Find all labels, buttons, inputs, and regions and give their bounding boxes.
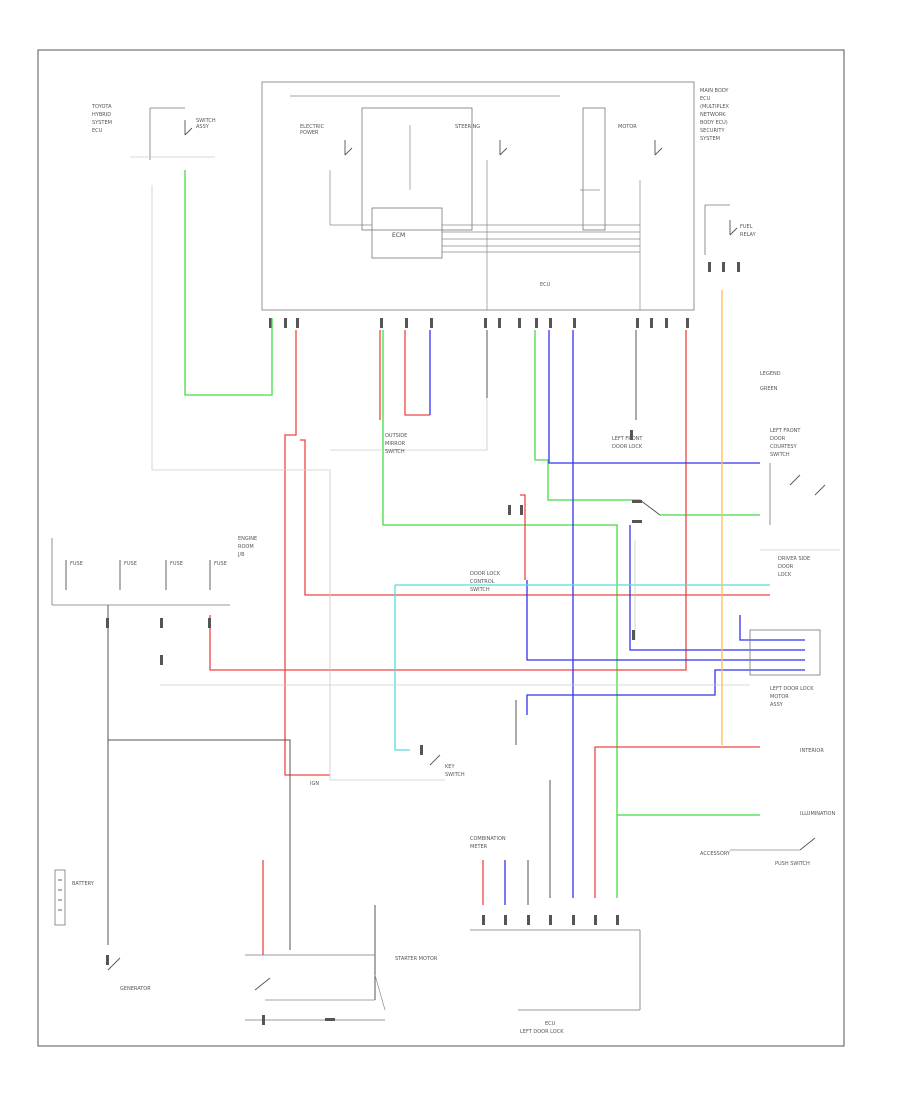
wire-green-1 xyxy=(184,170,273,396)
svg-text:SWITCH: SWITCH xyxy=(445,772,465,778)
mid-components: OUTSIDE MIRROR SWITCH LEFT FRONT DOOR LO… xyxy=(310,430,643,787)
fuse-block: FUSE FUSE FUSE FUSE ENGINE ROOM J/B xyxy=(51,536,257,665)
svg-text:FUSE: FUSE xyxy=(124,561,137,567)
svg-text:SYSTEM: SYSTEM xyxy=(700,136,720,142)
svg-text:ELECTRIC: ELECTRIC xyxy=(300,124,325,130)
svg-text:ECU: ECU xyxy=(92,128,103,134)
ecm-label: ECM xyxy=(392,232,405,239)
svg-text:FUSE: FUSE xyxy=(170,561,183,567)
wire-blue-7 xyxy=(526,669,805,715)
svg-text:SWITCH: SWITCH xyxy=(385,449,405,455)
svg-text:LEFT DOOR LOCK: LEFT DOOR LOCK xyxy=(520,1029,564,1035)
svg-text:FUEL: FUEL xyxy=(740,224,753,230)
svg-text:MIRROR: MIRROR xyxy=(385,441,406,447)
wire-red-4 xyxy=(404,330,430,416)
bottom-connector-block: ECU LEFT DOOR LOCK COMBINATION METER xyxy=(470,836,641,1035)
wire-black-2 xyxy=(108,739,291,950)
wire-gray-4 xyxy=(330,398,488,451)
svg-text:LOCK: LOCK xyxy=(778,572,792,578)
main-ecu-block: ECM ELECTRIC POWER STEERING MOTOR MAIN B… xyxy=(261,81,730,311)
svg-text:KEY: KEY xyxy=(445,764,455,770)
wire-blue-6 xyxy=(739,615,805,641)
svg-text:ACCESSORY: ACCESSORY xyxy=(700,851,731,857)
svg-text:METER: METER xyxy=(470,844,488,850)
wire-green-3 xyxy=(534,330,640,501)
right-top-relay: FUEL RELAY xyxy=(704,204,757,272)
svg-text:GREEN: GREEN xyxy=(760,386,778,392)
svg-text:SECURITY: SECURITY xyxy=(700,128,725,134)
wire-gray-3 xyxy=(329,560,445,781)
starter-motor-symbol: STARTER MOTOR xyxy=(245,954,438,1025)
svg-text:POWER: POWER xyxy=(300,130,319,136)
svg-text:ILLUMINATION: ILLUMINATION xyxy=(800,811,835,817)
svg-text:ECU: ECU xyxy=(540,282,551,288)
svg-text:COMBINATION: COMBINATION xyxy=(470,836,506,842)
svg-text:DOOR: DOOR xyxy=(778,564,794,570)
svg-text:COURTESY: COURTESY xyxy=(770,444,798,450)
svg-text:MOTOR: MOTOR xyxy=(770,694,789,700)
svg-text:LEFT FRONT: LEFT FRONT xyxy=(770,428,801,434)
wire-blue-4 xyxy=(526,580,805,661)
battery-symbol: BATTERY xyxy=(54,869,95,926)
svg-text:ECU: ECU xyxy=(700,96,711,102)
svg-text:SYSTEM: SYSTEM xyxy=(92,120,112,126)
top-left-switch: TOYOTA HYBRID SYSTEM ECU SWITCH ASSY xyxy=(91,104,216,160)
svg-text:ECU: ECU xyxy=(545,1021,556,1027)
svg-text:ASSY: ASSY xyxy=(196,124,210,130)
svg-text:INTERIOR: INTERIOR xyxy=(800,748,824,754)
svg-text:FUSE: FUSE xyxy=(70,561,83,567)
wire-cyan-2 xyxy=(394,585,410,751)
svg-text:LEGEND: LEGEND xyxy=(760,371,781,377)
starter-motor-label: STARTER MOTOR xyxy=(395,956,438,962)
svg-text:DOOR LOCK: DOOR LOCK xyxy=(612,444,643,450)
wire-red-6 xyxy=(520,494,526,580)
wire-blue-5 xyxy=(629,525,805,651)
svg-text:CONTROL: CONTROL xyxy=(470,579,495,585)
svg-text:DRIVER SIDE: DRIVER SIDE xyxy=(778,556,810,562)
svg-text:FUSE: FUSE xyxy=(214,561,227,567)
svg-text:SWITCH: SWITCH xyxy=(770,452,790,458)
svg-text:PUSH SWITCH: PUSH SWITCH xyxy=(775,861,810,867)
svg-text:J/B: J/B xyxy=(237,552,245,558)
svg-text:MAIN BODY: MAIN BODY xyxy=(700,88,729,94)
svg-text:STEERING: STEERING xyxy=(455,124,480,130)
svg-text:SWITCH: SWITCH xyxy=(196,118,216,124)
svg-text:OUTSIDE: OUTSIDE xyxy=(385,433,407,439)
wire-red-1 xyxy=(284,330,330,776)
svg-text:RELAY: RELAY xyxy=(740,232,757,238)
svg-text:LEFT FRONT: LEFT FRONT xyxy=(612,436,643,442)
generator-symbol: GENERATOR xyxy=(106,955,151,992)
svg-text:BODY ECU): BODY ECU) xyxy=(700,120,728,126)
svg-text:ENGINE: ENGINE xyxy=(238,536,257,542)
svg-text:HYBRID: HYBRID xyxy=(92,112,111,118)
wire-red-7 xyxy=(594,746,760,898)
svg-text:LEFT DOOR LOCK: LEFT DOOR LOCK xyxy=(770,686,814,692)
wire-red-5 xyxy=(209,330,687,671)
svg-text:(MULTIPLEX: (MULTIPLEX xyxy=(700,104,730,110)
svg-text:DOOR LOCK: DOOR LOCK xyxy=(470,571,501,577)
wire-green-2 xyxy=(382,330,618,898)
svg-text:ASSY: ASSY xyxy=(770,702,784,708)
svg-text:DOOR: DOOR xyxy=(770,436,786,442)
diagram-frame xyxy=(37,49,845,1047)
wire-red-2 xyxy=(300,439,770,596)
wire-black-9 xyxy=(639,499,661,516)
svg-text:SWITCH: SWITCH xyxy=(470,587,490,593)
svg-text:MOTOR: MOTOR xyxy=(618,124,637,130)
svg-text:NETWORK: NETWORK xyxy=(700,112,726,118)
wire-blue-2 xyxy=(548,330,760,464)
svg-text:IGN: IGN xyxy=(310,781,319,787)
wire-gray-1 xyxy=(151,185,331,560)
battery-label: BATTERY xyxy=(72,881,95,887)
generator-label: GENERATOR xyxy=(120,986,151,992)
ecu-connector-pins xyxy=(269,318,689,328)
svg-text:ROOM: ROOM xyxy=(238,544,254,550)
svg-text:TOYOTA: TOYOTA xyxy=(91,104,112,110)
right-side-components: LEFT FRONT DOOR COURTESY SWITCH DRIVER S… xyxy=(700,371,835,867)
